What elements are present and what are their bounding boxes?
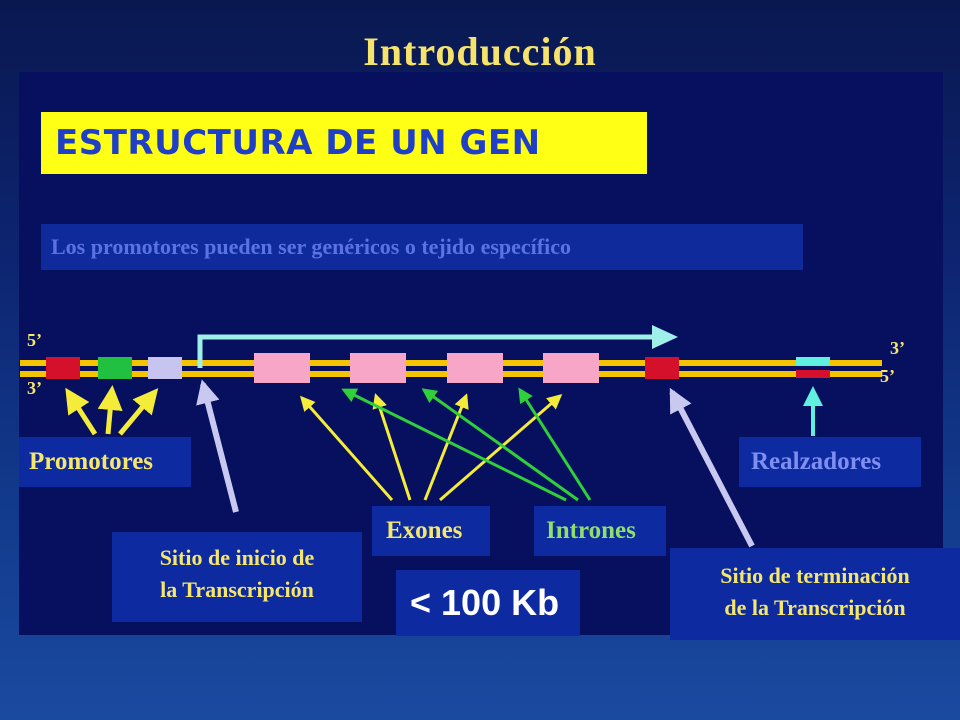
exon-arrow-1 [300, 395, 394, 501]
intron-arrow-1 [341, 388, 567, 502]
label-intrones: Intrones [534, 506, 666, 556]
intron-arrow-2 [421, 388, 579, 502]
label-termination-site: Sitio de terminación de la Transcripción [670, 548, 960, 640]
termination-site-arrow [669, 387, 755, 548]
label-termination-site-line2: de la Transcripción [724, 595, 906, 620]
exon-arrow-4 [439, 394, 563, 502]
label-start-site-line2: la Transcripción [160, 577, 314, 602]
exon-arrow-2 [372, 393, 412, 501]
promoter-arrow-2 [97, 385, 123, 435]
label-termination-site-line1: Sitio de terminación [720, 563, 910, 588]
termination-box [645, 357, 679, 379]
exon-4 [543, 353, 599, 383]
promoter-lavender-box [148, 357, 182, 379]
diagram-subtitle: Los promotores pueden ser genéricos o te… [41, 224, 803, 270]
label-realzadores: Realzadores [739, 437, 921, 487]
transcription-arrowhead [652, 325, 678, 349]
strand-end-bottom-right: 5’ [880, 366, 895, 386]
exon-2 [350, 353, 406, 383]
exon-3 [447, 353, 503, 383]
enhancer-box-top [796, 357, 830, 365]
label-gene-size: < 100 Kb [396, 570, 580, 636]
promoter-red-box [46, 357, 80, 379]
label-start-site-line1: Sitio de inicio de [159, 545, 315, 570]
strand-end-top-left: 5’ [27, 330, 42, 350]
diagram-heading: ESTRUCTURA DE UN GEN [41, 112, 647, 174]
promoter-arrow-1 [65, 387, 98, 436]
slide-title: Introducción [363, 29, 597, 74]
transcription-arrow [197, 334, 658, 368]
start-site-arrow [196, 379, 239, 513]
enhancer-box-bottom [796, 370, 830, 378]
intron-arrow-3 [518, 387, 592, 501]
promoter-arrow-3 [118, 388, 159, 436]
label-promotores: Promotores [19, 437, 191, 487]
promoter-green-box [98, 357, 132, 379]
label-start-site: Sitio de inicio de la Transcripción [112, 532, 362, 622]
strand-end-bottom-left: 3’ [27, 378, 42, 398]
label-exones: Exones [372, 506, 490, 556]
exon-1 [254, 353, 310, 383]
strand-end-top-right: 3’ [890, 338, 905, 358]
